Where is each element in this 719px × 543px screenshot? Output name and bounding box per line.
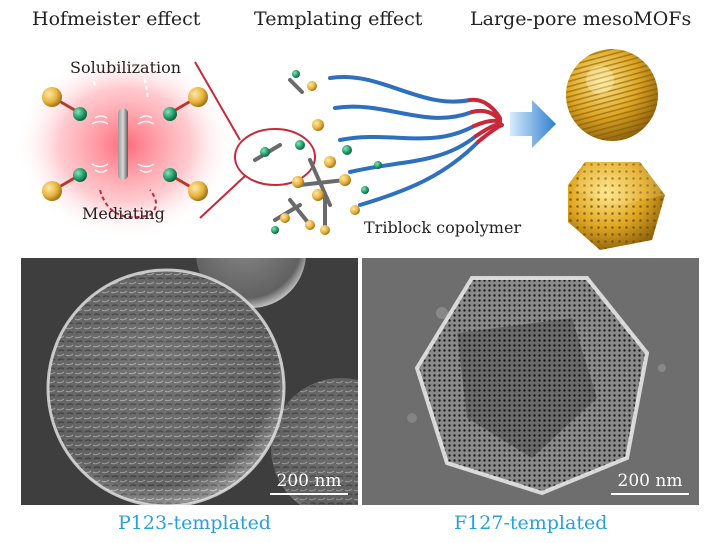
scale-bar-f127: 200 nm <box>611 471 689 495</box>
sem-image-p123 <box>21 258 358 505</box>
mesomof-sphere-product <box>566 49 658 141</box>
wave-marks <box>91 115 155 173</box>
caption-p123: P123-templated <box>118 512 271 534</box>
scale-bar-p123: 200 nm <box>270 471 348 495</box>
scale-line-f127 <box>611 493 689 495</box>
metal-ligand-units <box>42 87 208 201</box>
schematic-diagram <box>15 49 665 250</box>
large-pore-heading: Large-pore mesoMOFs <box>470 8 692 30</box>
solubilization-label: Solubilization <box>70 58 182 77</box>
scale-label-f127: 200 nm <box>617 471 683 491</box>
sem-panel-f127: 200 nm <box>362 258 699 505</box>
triblock-copolymer <box>328 74 504 207</box>
process-arrow <box>510 100 556 148</box>
scale-line-p123 <box>270 493 348 495</box>
templating-heading: Templating effect <box>254 8 423 30</box>
zoom-ellipse <box>234 128 316 186</box>
linker-rod <box>118 108 128 180</box>
mediating-arc <box>99 189 157 219</box>
zoom-line-top <box>194 61 241 141</box>
scattered-units <box>260 70 382 235</box>
zoom-line-bottom <box>199 175 246 219</box>
mediating-label: Mediating <box>82 204 165 223</box>
sem-panel-p123: 200 nm <box>21 258 358 505</box>
scale-label-p123: 200 nm <box>276 471 342 491</box>
triblock-label: Triblock copolymer <box>364 218 522 237</box>
hofmeister-heading: Hofmeister effect <box>32 8 201 30</box>
caption-f127: F127-templated <box>454 512 608 534</box>
sem-image-f127 <box>362 258 699 505</box>
mesomof-polyhedron-product <box>568 162 665 250</box>
